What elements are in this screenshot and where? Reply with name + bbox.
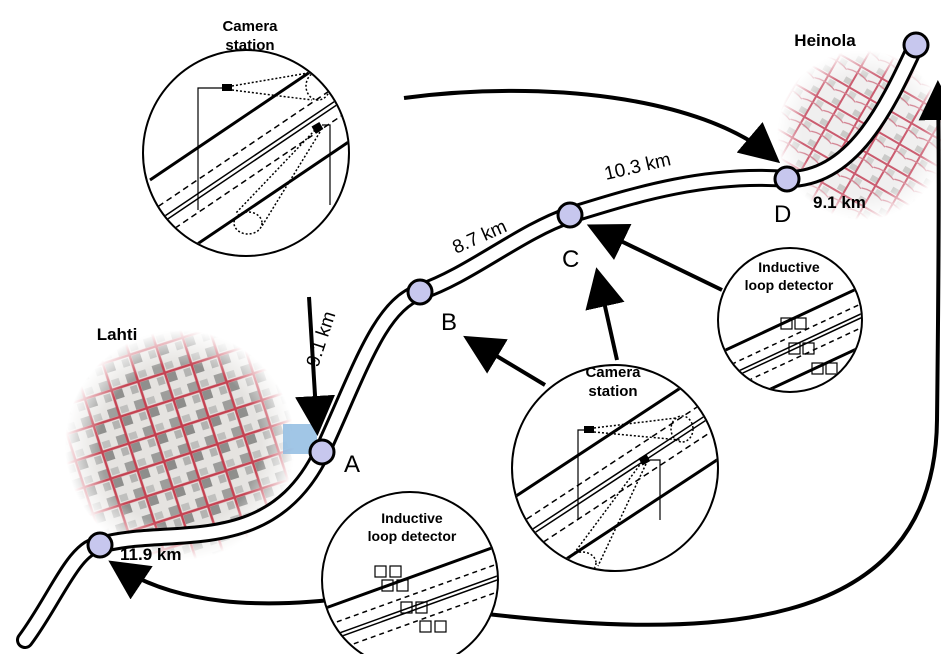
node-C — [556, 201, 584, 229]
arrow-loop-to-end — [469, 80, 941, 627]
camera-station-bottom-line1: Camera — [585, 364, 641, 381]
camera-station-bottom-line2: station — [588, 383, 637, 400]
city-heinola: Heinola — [794, 31, 856, 50]
camera-station-top-line1: Camera — [222, 18, 278, 35]
camera-station-top: Camera station — [142, 18, 350, 257]
loop-detector-bottom-line1: Inductive — [381, 510, 443, 526]
node-B — [406, 278, 434, 306]
label-B: B — [441, 309, 457, 336]
node-A — [308, 438, 336, 466]
label-A: A — [344, 451, 360, 478]
arrow-loop-to-C — [586, 223, 723, 292]
loop-detector-bottom-line2: loop detector — [368, 528, 457, 544]
camera-icon — [222, 84, 232, 91]
label-C: C — [562, 246, 579, 273]
arrow-camera-to-B — [463, 335, 547, 387]
node-D — [773, 165, 801, 193]
connector-arrows — [108, 80, 941, 627]
camera-icon — [584, 426, 594, 433]
arrow-loop-to-start — [108, 560, 356, 606]
loop-detector-right-line2: loop detector — [745, 277, 834, 293]
distance-C-D: 10.3 km — [602, 149, 673, 185]
node-end — [902, 31, 930, 59]
distance-start-A: 11.9 km — [120, 545, 181, 564]
city-lahti: Lahti — [97, 325, 138, 344]
loop-detector-right-line1: Inductive — [758, 259, 820, 275]
camera-station-top-line2: station — [225, 37, 274, 54]
distance-D-end: 9.1 km — [813, 193, 866, 212]
arrow-camera-to-C — [585, 267, 625, 361]
label-D: D — [774, 201, 791, 228]
road-nodes — [86, 31, 930, 559]
camera-station-bottom: Camera station — [511, 364, 719, 572]
loop-detector-bottom: Inductive loop detector — [321, 491, 499, 654]
loop-detector-right: Inductive loop detector — [717, 247, 863, 393]
node-start — [86, 531, 114, 559]
arrow-camera-to-A — [295, 296, 336, 436]
arrow-camera-to-D — [403, 88, 781, 164]
